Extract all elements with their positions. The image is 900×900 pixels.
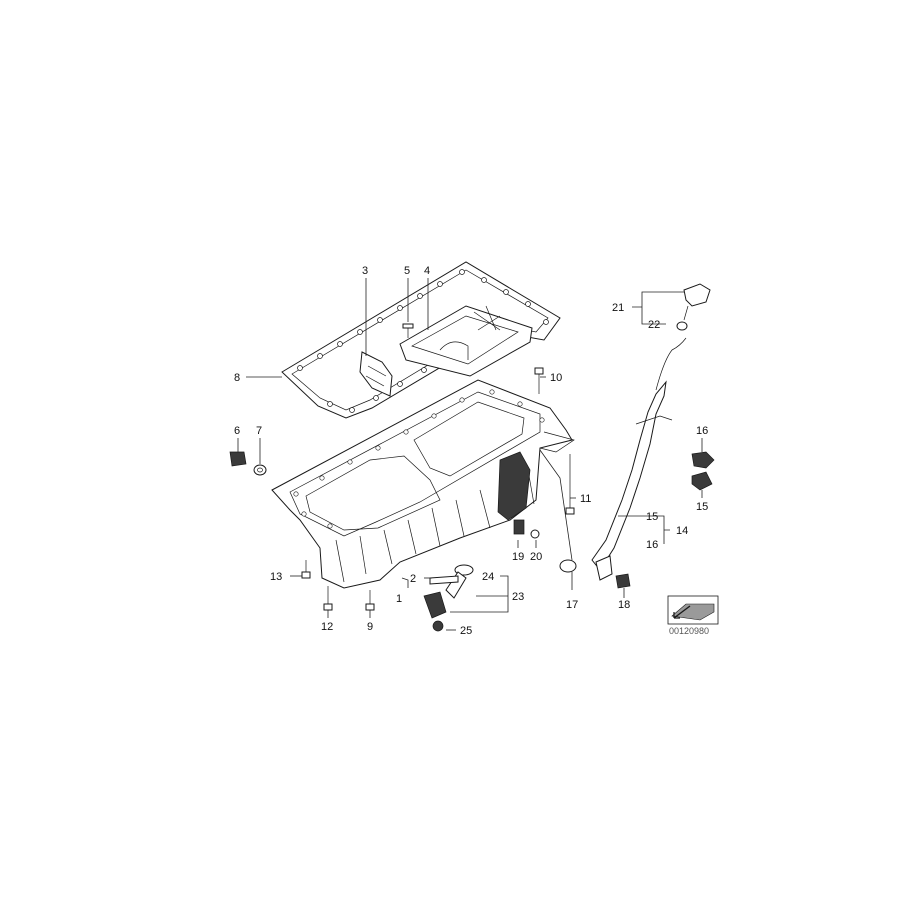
leader-lines bbox=[237, 278, 703, 631]
callout-16-left: 16 bbox=[646, 539, 658, 551]
callout-1: 1 bbox=[396, 593, 402, 605]
callout-17: 17 bbox=[566, 599, 578, 611]
callout-19: 19 bbox=[512, 551, 524, 563]
callout-2: 2 bbox=[410, 573, 416, 585]
callout-8: 8 bbox=[234, 372, 240, 384]
callout-11: 11 bbox=[580, 493, 591, 505]
washer-7 bbox=[253, 464, 267, 476]
clip-15 bbox=[691, 471, 713, 491]
bolt-13 bbox=[301, 560, 311, 579]
bolt-11 bbox=[565, 454, 575, 515]
reference-number: 00120980 bbox=[669, 626, 709, 636]
callout-20: 20 bbox=[530, 551, 542, 563]
seal-ring-17 bbox=[559, 559, 577, 573]
bolt-9 bbox=[365, 590, 375, 611]
callout-7: 7 bbox=[256, 425, 262, 437]
callout-9: 9 bbox=[367, 621, 373, 633]
dipstick bbox=[676, 283, 711, 331]
oil-level-sensor bbox=[423, 564, 474, 632]
callout-15-bottom: 15 bbox=[696, 501, 708, 513]
callout-6: 6 bbox=[234, 425, 240, 437]
dipstick-tube bbox=[591, 337, 687, 581]
reference-box: 00120980 bbox=[667, 595, 719, 636]
callout-14: 14 bbox=[676, 525, 688, 537]
bolt-10 bbox=[534, 367, 544, 394]
bolt-12 bbox=[323, 586, 333, 611]
screw-small bbox=[402, 323, 414, 338]
callout-25: 25 bbox=[460, 625, 472, 637]
clip-16 bbox=[691, 451, 715, 469]
callout-12: 12 bbox=[321, 621, 333, 633]
callout-16-top: 16 bbox=[696, 425, 708, 437]
callout-4: 4 bbox=[424, 265, 430, 277]
callout-5: 5 bbox=[404, 265, 410, 277]
callout-23: 23 bbox=[512, 591, 524, 603]
callout-13: 13 bbox=[270, 571, 282, 583]
callout-18: 18 bbox=[618, 599, 630, 611]
callout-labels: 3 5 4 8 10 6 7 11 13 2 1 24 23 12 9 25 1… bbox=[234, 265, 708, 637]
bolt-18 bbox=[615, 573, 631, 589]
nut-20 bbox=[530, 529, 540, 539]
oil-pan bbox=[271, 379, 575, 589]
screw-2 bbox=[429, 575, 459, 585]
baffle-plate bbox=[399, 305, 533, 377]
callout-21: 21 bbox=[612, 302, 624, 314]
callout-10: 10 bbox=[550, 372, 562, 384]
clip-19 bbox=[513, 519, 525, 535]
callout-24: 24 bbox=[482, 571, 494, 583]
plug-6 bbox=[229, 451, 247, 467]
callout-15-left: 15 bbox=[646, 511, 658, 523]
callout-3: 3 bbox=[362, 265, 368, 277]
callout-22: 22 bbox=[648, 319, 660, 331]
baffle-bracket bbox=[359, 351, 393, 397]
